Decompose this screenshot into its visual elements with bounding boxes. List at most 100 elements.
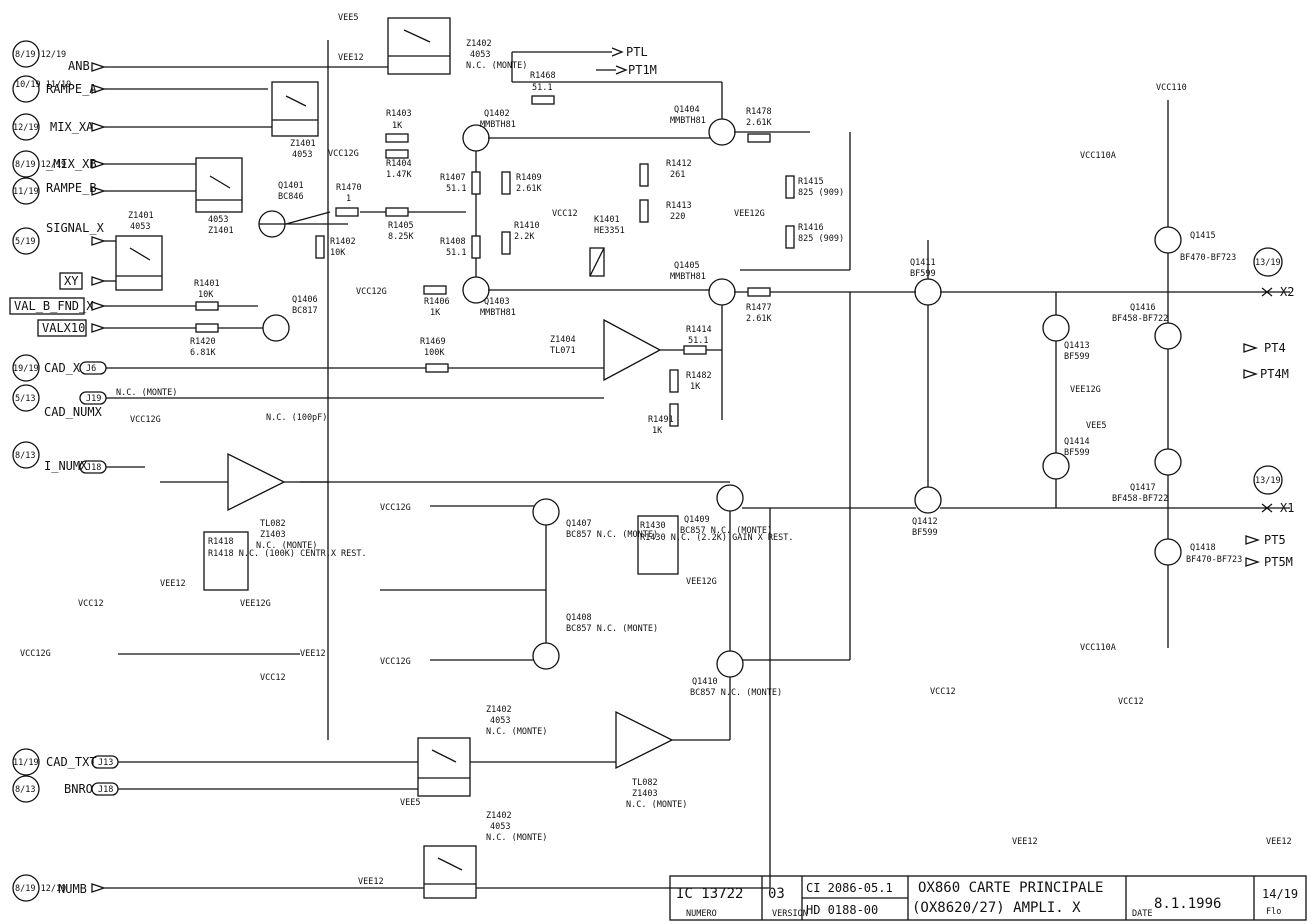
resistor-r1491: R1491 1K [648,403,679,436]
outputs: PTL PT1M X2 PT4 PT4M X1 PT5 PT5M 13/19 1… [626,45,1294,569]
svg-text:VCC12G: VCC12G [130,415,161,425]
svg-text:4053: 4053 [490,822,510,832]
svg-text:Z1402: Z1402 [486,705,512,715]
svg-text:6.81K: 6.81K [190,348,216,358]
note-r1430: R1430 R1430 N.C. (2.2K) GAIN X REST. [637,515,794,575]
transistor-q1401: Q1401 BC846 [258,181,304,238]
resistor-r1404: R1404 1.47K [385,149,412,180]
svg-text:R1469: R1469 [420,337,446,347]
svg-text:4053: 4053 [208,215,228,225]
svg-text:VCC12G: VCC12G [380,503,411,513]
svg-text:VCC12: VCC12 [1118,697,1144,707]
svg-text:Q1413: Q1413 [1064,341,1090,351]
title-block: IC 13722 NUMERO 03 VERSION CI 2086-05.1 … [669,875,1307,921]
svg-text:I_NUMX: I_NUMX [44,459,88,473]
svg-text:J6: J6 [86,364,96,374]
svg-text:VEE12G: VEE12G [240,599,271,609]
resistor-r1469: R1469 100K [420,337,449,373]
svg-text:11/19: 11/19 [13,758,39,768]
svg-text:BC857 N.C. (MONTE): BC857 N.C. (MONTE) [680,526,772,536]
transistor-q1405: Q1405 MMBTH81 [670,261,736,306]
transistor-q1411: Q1411 BF599 [910,258,942,306]
svg-text:R1430 N.C. (2.2K) GAIN X REST.: R1430 N.C. (2.2K) GAIN X REST. [640,533,794,543]
svg-text:Q1417: Q1417 [1130,483,1156,493]
input-numb: 8/19 12/19 NUMB [12,874,424,902]
transistor-q1418: Q1418 BF470-BF723 [1154,538,1242,566]
transistor-q1412: Q1412 BF599 [912,486,942,538]
svg-text:Q1404: Q1404 [674,105,700,115]
svg-text:Q1401: Q1401 [278,181,304,191]
svg-text:8/19 12/19: 8/19 12/19 [15,160,66,170]
switch-z1401-c: Z1401 4053 [115,211,163,291]
svg-text:Flo: Flo [1266,907,1281,917]
svg-text:BF458-BF722: BF458-BF722 [1112,494,1168,504]
svg-text:BC857 N.C. (MONTE): BC857 N.C. (MONTE) [566,624,658,634]
svg-text:VEE12: VEE12 [338,53,364,63]
svg-text:R1477: R1477 [746,303,772,313]
doc-version: 03 [768,886,785,902]
svg-text:VEE12: VEE12 [1266,837,1292,847]
svg-text:1K: 1K [652,426,663,436]
relay-k1401: K1401 HE3351 [589,215,625,277]
svg-text:VCC12G: VCC12G [328,149,359,159]
svg-text:BC857 N.C. (MONTE): BC857 N.C. (MONTE) [690,688,782,698]
svg-text:J13: J13 [98,758,113,768]
svg-text:CAD_X: CAD_X [44,361,81,375]
svg-text:Z1402: Z1402 [466,39,492,49]
svg-text:Q1402: Q1402 [484,109,510,119]
svg-text:51.1: 51.1 [688,336,708,346]
svg-text:N.C. (MONTE): N.C. (MONTE) [466,61,527,71]
svg-text:1: 1 [346,194,351,204]
input-cad-x: 19/19 CAD_X J6 [12,354,608,382]
svg-text:N.C. (MONTE): N.C. (MONTE) [116,388,177,398]
svg-text:NUMB: NUMB [58,882,87,896]
transistor-q1404: Q1404 MMBTH81 [670,105,736,146]
svg-text:8/13: 8/13 [15,451,35,461]
svg-text:10/19 11/19: 10/19 11/19 [15,80,71,90]
resistor-r1413: R1413 220 [639,199,692,223]
svg-text:DATE: DATE [1132,909,1152,919]
svg-text:1K: 1K [690,382,701,392]
svg-text:4053: 4053 [292,150,312,160]
svg-text:VEE12G: VEE12G [1070,385,1101,395]
svg-text:X1: X1 [1280,501,1294,515]
svg-text:VCC12: VCC12 [552,209,578,219]
svg-text:Q1403: Q1403 [484,297,510,307]
svg-text:MMBTH81: MMBTH81 [670,116,706,126]
svg-text:TL082: TL082 [260,519,286,529]
switch-z1402-top: Z1402 4053 N.C. (MONTE) VEE5 VEE12 [338,13,527,75]
input-signal-x: 5/19 SIGNAL_X [12,221,116,255]
svg-text:X2: X2 [1280,285,1294,299]
svg-text:Z1401: Z1401 [128,211,154,221]
svg-text:Q1418: Q1418 [1190,543,1216,553]
svg-text:4053: 4053 [470,50,490,60]
resistor-r1401: R1401 10K [194,279,220,311]
svg-text:BF599: BF599 [1064,352,1090,362]
transistor-q1408: Q1408 BC857 N.C. (MONTE) [532,613,658,670]
svg-text:13/19: 13/19 [1255,258,1281,268]
resistor-r1408: R1408 51.1 [440,235,481,259]
svg-text:261: 261 [670,170,685,180]
svg-text:Q1405: Q1405 [674,261,700,271]
note-r1418: R1418 R1418 N.C. (100K) CENTR.X REST. [203,531,367,591]
svg-text:VEE5: VEE5 [1086,421,1106,431]
svg-text:R1410: R1410 [514,221,540,231]
svg-text:Z1404: Z1404 [550,335,576,345]
svg-text:N.C. (MONTE): N.C. (MONTE) [486,833,547,843]
svg-text:Q1416: Q1416 [1130,303,1156,313]
wiring [118,40,1290,889]
svg-text:J18: J18 [86,463,101,473]
svg-text:Q1412: Q1412 [912,517,938,527]
resistor-r1420: R1420 6.81K [190,323,219,358]
svg-text:VEE12: VEE12 [160,579,186,589]
rail-labels: VCC12G VCC12 VEE12G VCC110 VCC110A VCC11… [20,83,1292,847]
svg-text:VERSION: VERSION [772,909,808,919]
svg-text:VCC12: VCC12 [930,687,956,697]
resistor-r1416: R1416 825 (909) [785,223,844,249]
svg-text:Q1406: Q1406 [292,295,318,305]
resistor-r1412: R1412 261 [639,159,692,187]
switch-z1402-mid: Z1402 4053 N.C. (MONTE) [417,705,547,797]
svg-text:PT4: PT4 [1264,341,1286,355]
svg-text:10K: 10K [198,290,214,300]
